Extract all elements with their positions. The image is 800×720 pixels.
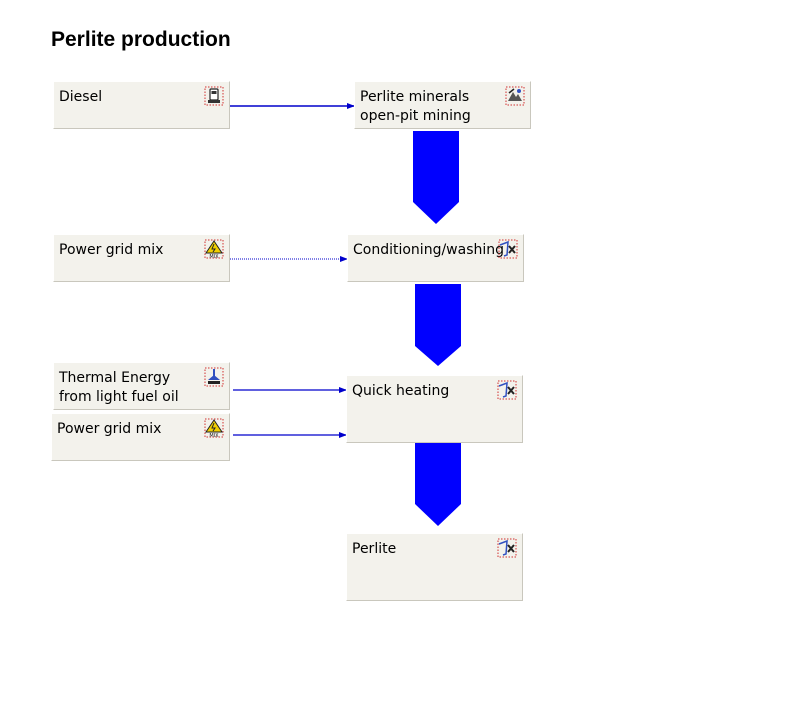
mix-warning-icon: MIX [204, 239, 224, 259]
node-conditioning-washing[interactable]: Conditioning/washing [347, 234, 524, 282]
process-icon [498, 239, 518, 259]
flow-arrow-mining-to-conditioning [413, 131, 459, 224]
node-diesel[interactable]: Diesel [53, 81, 230, 129]
node-label: Thermal Energy from light fuel oil [59, 370, 179, 405]
page-title: Perlite production [51, 28, 231, 51]
node-power-grid-mix-2[interactable]: Power grid mix MIX [51, 413, 230, 461]
svg-text:MIX: MIX [209, 433, 219, 438]
flow-arrow-heating-to-perlite [415, 443, 461, 526]
node-label: Conditioning/washing [353, 242, 505, 258]
node-thermal-energy[interactable]: Thermal Energy from light fuel oil [53, 362, 230, 410]
node-quick-heating[interactable]: Quick heating [346, 375, 523, 443]
process-icon [497, 538, 517, 558]
node-power-grid-mix-1[interactable]: Power grid mix MIX [53, 234, 230, 282]
fuel-pump-icon [204, 86, 224, 106]
thermal-energy-icon [204, 367, 224, 387]
mix-warning-icon: MIX [204, 418, 224, 438]
node-label: Power grid mix [59, 242, 164, 258]
node-label: Diesel [59, 89, 103, 105]
node-label: Power grid mix [57, 421, 162, 437]
process-icon [497, 380, 517, 400]
node-label: Perlite minerals open-pit mining [360, 89, 471, 124]
node-perlite[interactable]: Perlite [346, 533, 523, 601]
flow-arrow-conditioning-to-heating [415, 284, 461, 366]
mining-icon [505, 86, 525, 106]
node-perlite-minerals-mining[interactable]: Perlite minerals open-pit mining [354, 81, 531, 129]
node-label: Perlite [352, 541, 397, 557]
node-label: Quick heating [352, 383, 450, 399]
svg-text:MIX: MIX [209, 254, 219, 259]
